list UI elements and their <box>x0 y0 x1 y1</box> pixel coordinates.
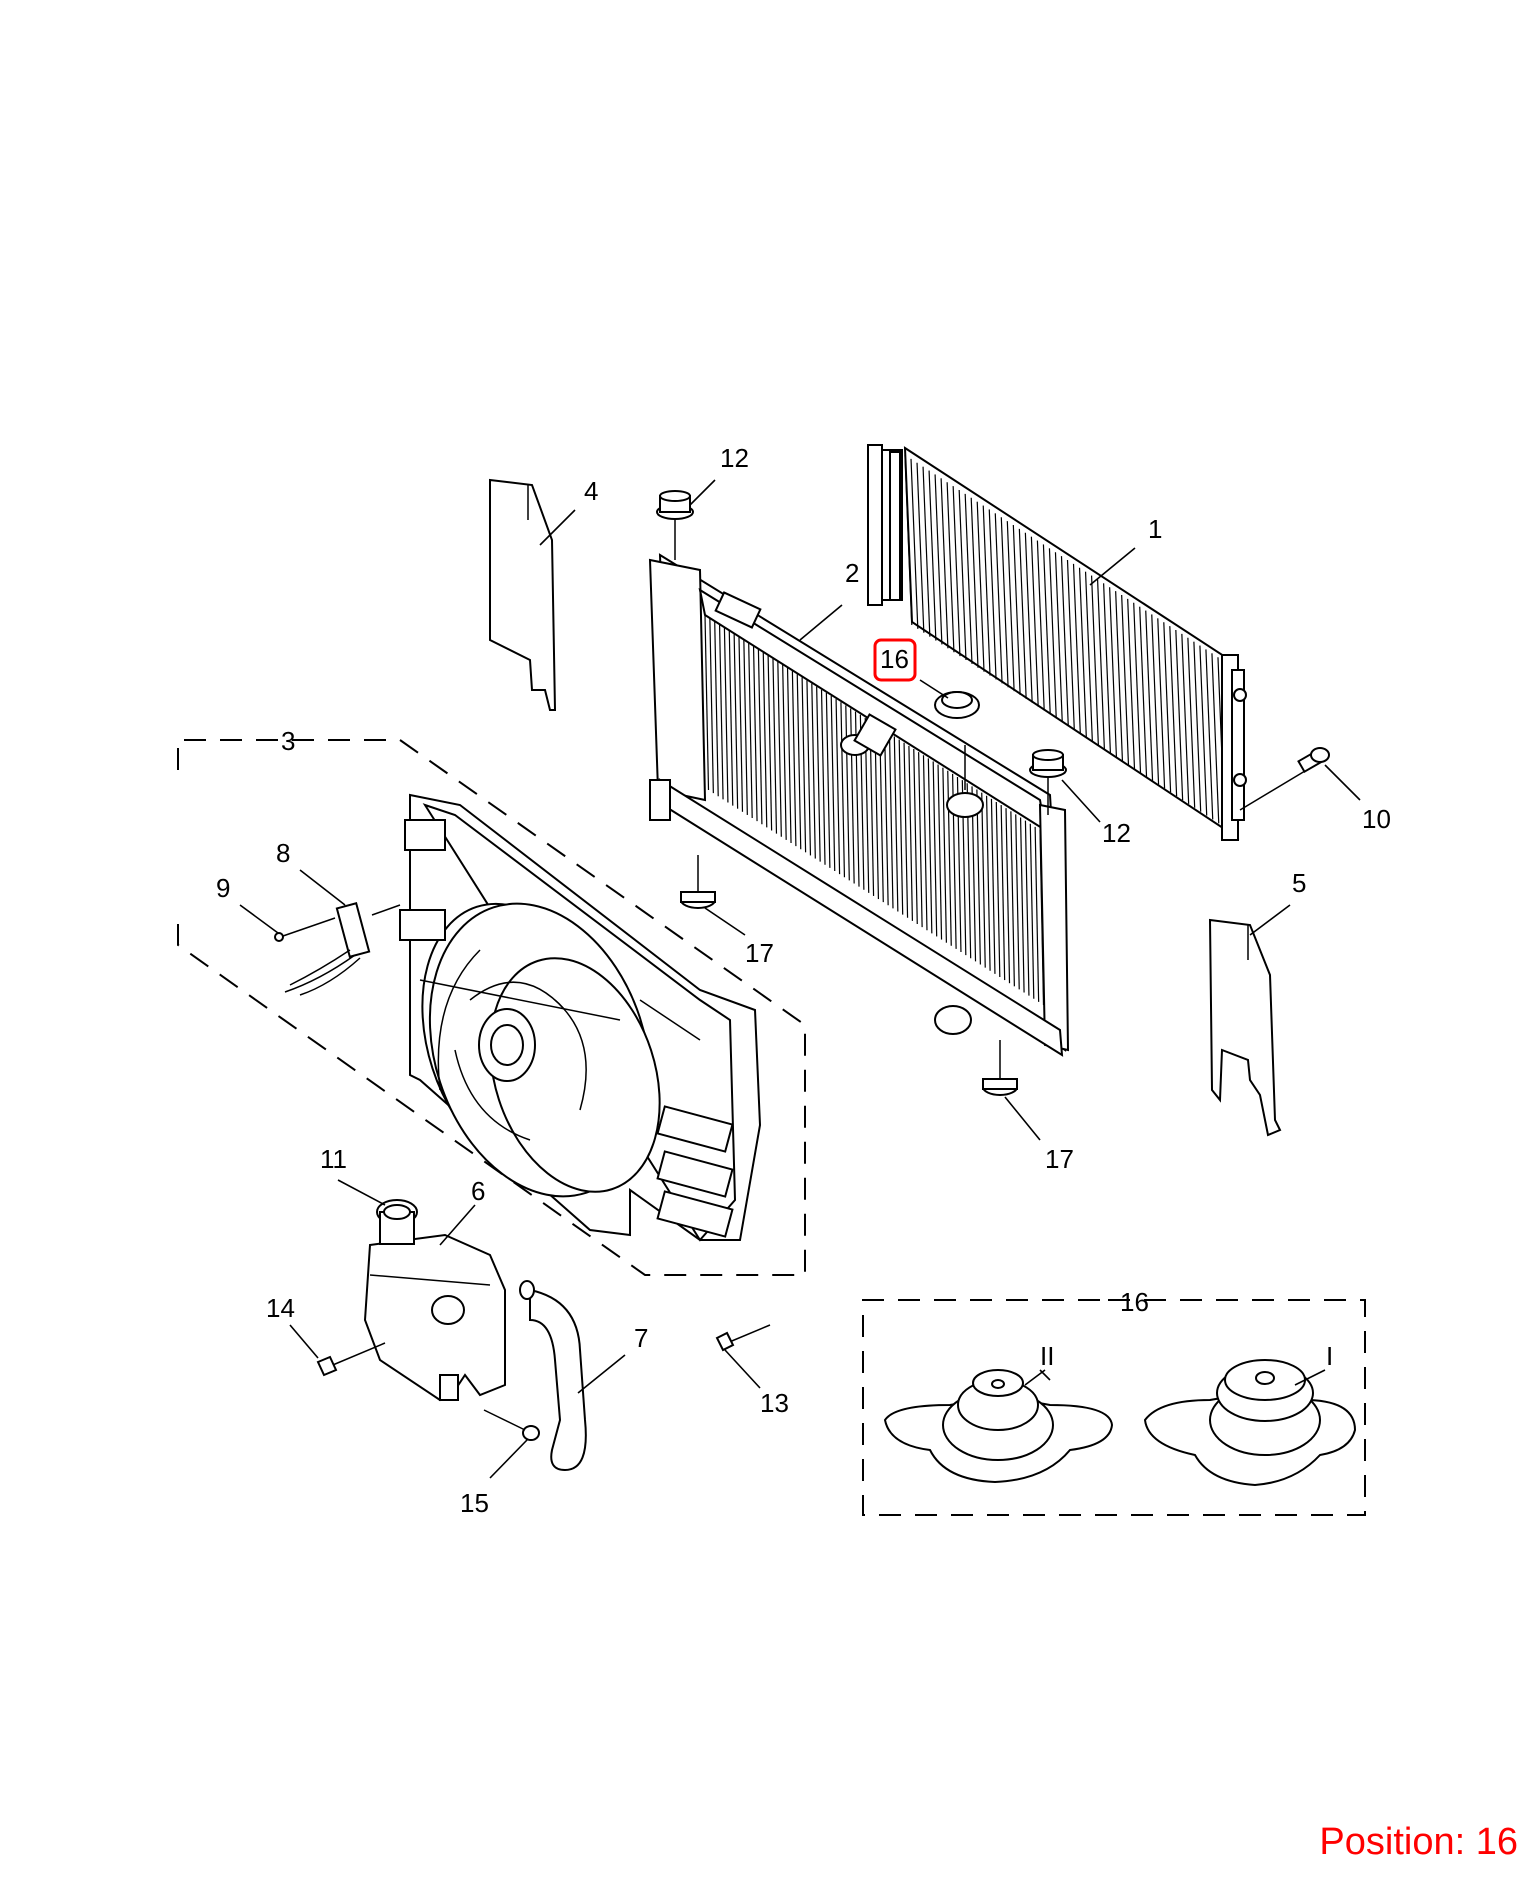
callout-14[interactable]: 14 <box>266 1293 295 1323</box>
screw-part-9[interactable] <box>274 917 336 942</box>
callout-17b[interactable]: 17 <box>1045 1144 1074 1174</box>
radiator-cap-variant-ii[interactable] <box>883 1369 1114 1484</box>
air-guide-part-4[interactable] <box>489 478 557 711</box>
bolt-part-14[interactable] <box>316 1342 386 1377</box>
lower-mount-17b[interactable] <box>982 1040 1018 1096</box>
callout-9[interactable]: 9 <box>216 873 230 903</box>
cap-detail-box-16 <box>862 1299 1366 1516</box>
bolt-part-13[interactable] <box>715 1324 771 1352</box>
callout-5[interactable]: 5 <box>1292 868 1306 898</box>
callout-7[interactable]: 7 <box>634 1323 648 1353</box>
callout-4[interactable]: 4 <box>584 476 598 506</box>
callout-labels: 1 2 4 12 12 16 10 5 17 17 3 8 9 11 6 7 1… <box>216 443 1391 1518</box>
callout-II[interactable]: II <box>1040 1341 1054 1371</box>
callout-16[interactable]: 16 <box>880 644 909 674</box>
callout-15[interactable]: 15 <box>460 1488 489 1518</box>
leader-lines <box>239 479 1361 1479</box>
selected-callout-highlight <box>873 638 917 682</box>
radiator-part-2[interactable] <box>648 553 1070 1057</box>
callout-12a[interactable]: 12 <box>720 443 749 473</box>
radiator-cap-variant-i[interactable] <box>1143 1359 1357 1487</box>
bolt-part-10[interactable] <box>1239 747 1330 811</box>
hose-clamp-part-15[interactable] <box>483 1409 540 1441</box>
callout-11[interactable]: 11 <box>320 1144 347 1174</box>
callout-8[interactable]: 8 <box>276 838 290 868</box>
air-guide-part-5[interactable] <box>1208 918 1282 1137</box>
callout-I[interactable]: I <box>1326 1341 1333 1371</box>
callout-3[interactable]: 3 <box>281 726 295 756</box>
fan-group-boundary-3 <box>177 739 806 1276</box>
upper-mount-12a[interactable] <box>656 490 694 560</box>
callout-16-detail[interactable]: 16 <box>1120 1287 1149 1317</box>
callout-6[interactable]: 6 <box>471 1176 485 1206</box>
position-indicator: Position: 16 <box>1319 1821 1518 1863</box>
condenser-part-1[interactable] <box>867 444 1247 841</box>
reservoir-cap-part-11[interactable] <box>376 1199 418 1245</box>
callout-10[interactable]: 10 <box>1362 804 1391 834</box>
callout-12b[interactable]: 12 <box>1102 818 1131 848</box>
lower-mount-17a[interactable] <box>680 855 716 909</box>
fan-shroud-assembly-3[interactable] <box>389 793 762 1242</box>
overflow-hose-part-7[interactable] <box>519 1280 587 1472</box>
coolant-reservoir-part-6[interactable] <box>363 1233 506 1402</box>
upper-mount-12b[interactable] <box>1029 749 1067 815</box>
callout-13[interactable]: 13 <box>760 1388 789 1418</box>
callout-2[interactable]: 2 <box>845 558 859 588</box>
radiator-cap-16[interactable] <box>934 691 980 790</box>
callout-17a[interactable]: 17 <box>745 938 774 968</box>
fan-resistor-part-8[interactable] <box>284 902 401 996</box>
callout-1[interactable]: 1 <box>1148 514 1162 544</box>
